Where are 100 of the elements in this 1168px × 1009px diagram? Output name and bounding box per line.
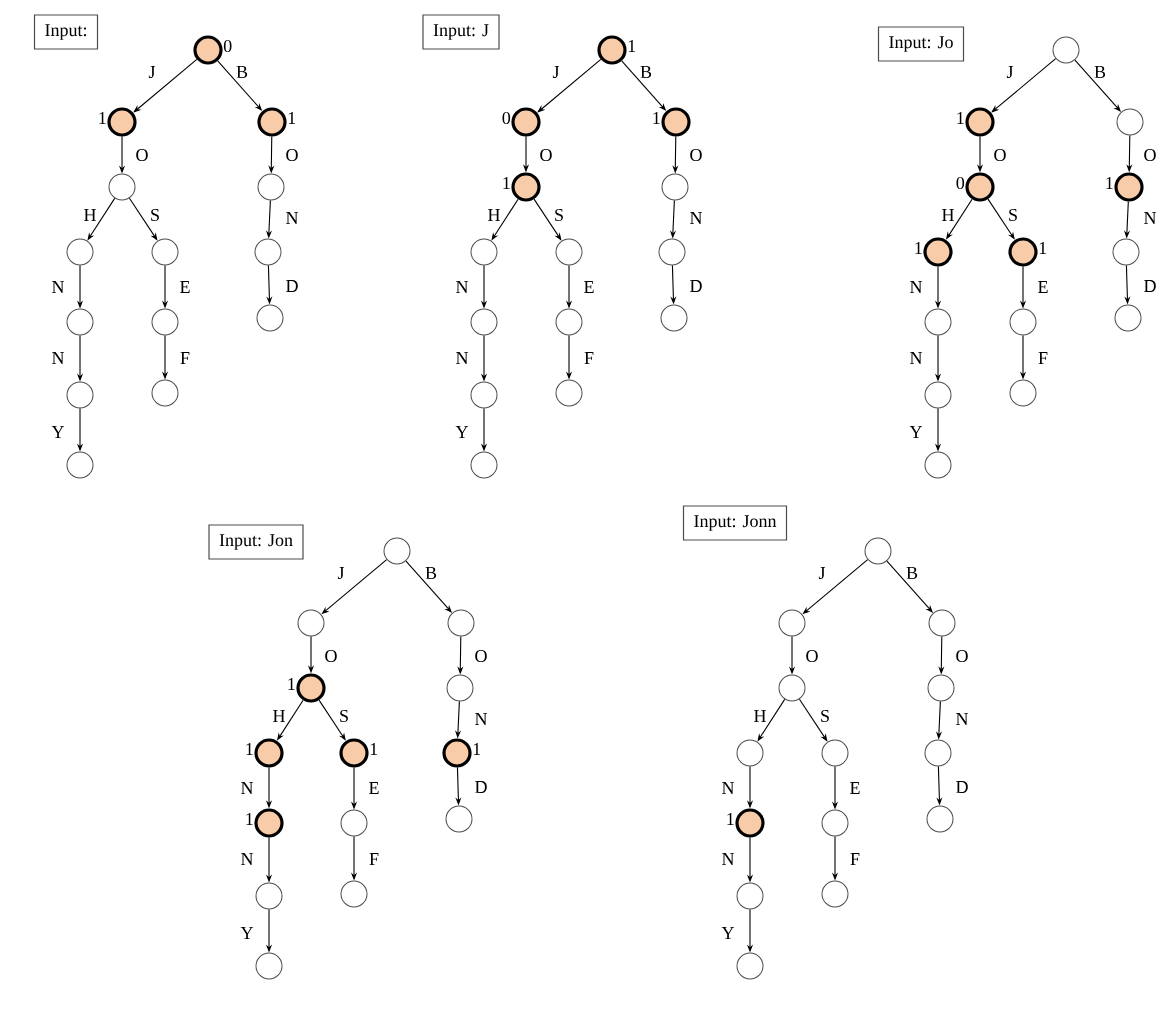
tree-node [1114,172,1144,202]
tree-node [383,537,411,565]
tree-node [254,808,284,838]
tree-node [446,674,474,702]
count-label: 0 [502,111,511,125]
tree-node [107,107,137,137]
edge-label: B [906,567,918,579]
tree-node [924,381,952,409]
edge-label: N [456,281,469,293]
edge-label: Y [51,426,65,438]
edge-label: B [236,66,248,78]
tree-node [661,107,691,137]
edge-label: O [325,649,337,663]
count-label: 1 [1039,242,1047,254]
edge-label: N [722,782,735,794]
edge-label: N [956,713,969,725]
edge-label: N [52,352,65,364]
edge-label: D [1144,280,1156,292]
tree-node [924,451,952,479]
count-label: 0 [223,39,232,53]
tree-node [66,308,94,336]
edge-label: F [369,853,379,865]
tree-node [555,238,583,266]
input-box: Input: J [422,14,500,50]
count-label: 1 [653,112,660,124]
count-label: 1 [1106,177,1113,189]
edge-label: O [806,649,818,663]
tree-node [256,304,284,332]
count-label: 0 [956,176,965,190]
tree-node [340,880,368,908]
count-label: 1 [473,743,481,755]
count-label: 1 [370,743,378,755]
edge-label: D [956,781,968,793]
tree-node [511,172,541,202]
arrow [991,58,1057,113]
edge-label: N [690,212,703,224]
count-label: 1 [288,112,296,124]
tree-node [736,882,764,910]
tree-node [821,880,849,908]
tree-node [864,537,892,565]
tree-node [597,35,627,65]
tree-node [928,609,956,637]
edge-label: B [425,567,437,579]
tree-node [923,237,953,267]
edge-label: H [84,209,96,221]
edge-label: J [818,567,826,579]
tree-node [1114,304,1142,332]
edge-label: O [690,148,702,162]
tree-node [1112,238,1140,266]
tree-node [470,381,498,409]
edge-label: N [241,853,254,865]
edge-label: S [555,208,563,222]
tree-node [658,238,686,266]
tree-node [470,308,498,336]
edge-label: H [754,710,766,722]
arrow [318,699,346,741]
edge-label: J [1006,66,1014,78]
tree-node [442,738,472,768]
edge-label: E [1038,281,1048,293]
tree-node [470,451,498,479]
edge-label: Y [240,927,254,939]
tree-node [927,674,955,702]
tree-node [926,805,954,833]
tree-node [924,308,952,336]
edge-label: E [180,281,190,293]
tree-node [735,808,765,838]
edge-label: N [910,352,923,364]
count-label: 1 [915,242,922,254]
input-box: Input: Jonn [682,505,788,541]
tree-node [1052,36,1080,64]
input-box: Input: [33,14,99,50]
edge-label: B [640,66,652,78]
edge-label: J [552,66,560,78]
tree-node [254,738,284,768]
edge-label: N [910,281,923,293]
edge-label: E [850,782,860,794]
tree-node [555,379,583,407]
tree-node [66,451,94,479]
tree-node [511,107,541,137]
edge-label: D [286,280,298,292]
tree-node [66,238,94,266]
edge-label: F [850,853,860,865]
edge-label: N [286,212,299,224]
edge-label: S [151,208,159,222]
edge-label: N [241,782,254,794]
tree-node [193,35,223,65]
count-label: 1 [503,177,510,189]
tree-node [255,882,283,910]
tree-node [965,172,995,202]
tree-node [447,609,475,637]
tree-node [151,379,179,407]
edge-label: O [994,148,1006,162]
edge-label: H [942,209,954,221]
edge-label: E [584,281,594,293]
tree-node [821,739,849,767]
arrow [987,198,1015,240]
edge-label: S [340,709,348,723]
edge-label: J [148,66,156,78]
tree-node [778,609,806,637]
edge-label: N [456,352,469,364]
